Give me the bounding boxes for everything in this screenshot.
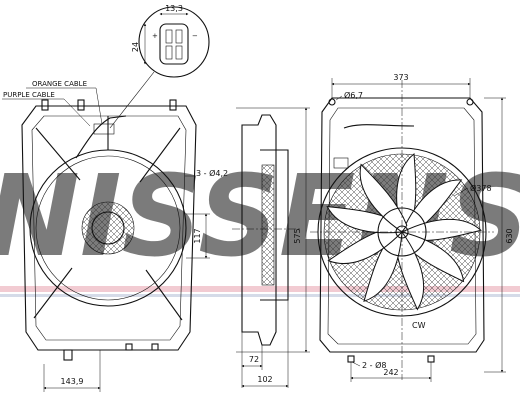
side-height-label: 575 [293,228,302,243]
side-motor-hatch [261,164,275,286]
rear-bottom-holes-leader [351,361,361,367]
connector-pin-2 [175,29,183,44]
rear-frame-inner [327,107,477,345]
side-depth-label: 72 [249,355,259,364]
rear-foot-right [427,355,435,363]
connector-plus-mark: + [152,32,158,40]
rear-connector-housing [333,157,349,169]
rear-width-label: 373 [393,73,408,82]
front-foot-1 [63,349,73,361]
rear-height-label: 630 [505,228,514,243]
front-view: ORANGE CABLE PURPLE CABLE 3 - Ø4,2 117 1… [2,80,228,392]
rear-fan-dia-label: Ø378 [470,183,492,193]
orange-cable-leader [95,87,103,125]
front-bottom-dim-label: 143,9 [61,377,84,386]
front-tab-1 [41,99,49,111]
side-view: 575 72 102 [232,107,310,388]
side-shroud-profile [241,114,277,346]
front-frame-outer [21,105,197,351]
connector-body [159,23,189,65]
purple-cable-label: PURPLE CABLE [3,91,55,99]
front-struts [33,116,183,321]
connector-height-label: 24 [131,42,140,52]
side-total-depth-label: 102 [257,375,272,384]
connector-width-label: 13,3 [165,4,183,13]
rear-fan-blades [326,153,482,311]
connector-detail: + − 13,3 24 [109,4,210,129]
rear-view: 373 Ø6,7 Ø378 630 CW 2 - Ø8 242 [310,73,514,382]
rear-hole-leader [335,95,343,101]
front-fan-ring [35,155,181,301]
connector-pin-3 [165,45,173,60]
rear-foot-left [347,355,355,363]
rear-cable [343,124,415,129]
front-holes-label: 3 - Ø4,2 [196,168,228,178]
orange-cable-label: ORANGE CABLE [32,80,87,88]
connector-pin-1 [165,29,173,44]
fan-blade [359,163,408,233]
connector-minus-mark: − [192,32,198,40]
rear-rotation-label: CW [412,321,426,330]
rear-frame-outer [319,97,485,353]
front-frame-inner [31,115,187,341]
connector-pin-4 [175,45,183,60]
purple-cable-leader [63,98,91,127]
front-motor-hatch [81,201,135,255]
rear-mount-hole-right [466,98,474,106]
front-foot-3 [151,343,159,351]
rear-hole-label: Ø6,7 [344,90,363,100]
front-side-dim-label: 117 [193,228,202,243]
rear-bottom-holes-label: 2 - Ø8 [362,360,386,370]
front-motor-hub [91,211,125,245]
front-tab-2 [77,99,85,111]
rear-mount-hole-left [328,98,336,106]
watermark-band-blue [0,294,520,297]
connector-leader [109,71,155,129]
side-motor-profile [260,149,289,301]
watermark-band-red [0,286,520,292]
rear-bottom-dim-label: 242 [383,368,398,377]
front-cable-clip [93,123,115,135]
rear-fan-dia-leader [453,187,469,197]
connector-detail-circle [138,6,210,78]
front-foot-2 [125,343,133,351]
front-tab-3 [169,99,177,111]
